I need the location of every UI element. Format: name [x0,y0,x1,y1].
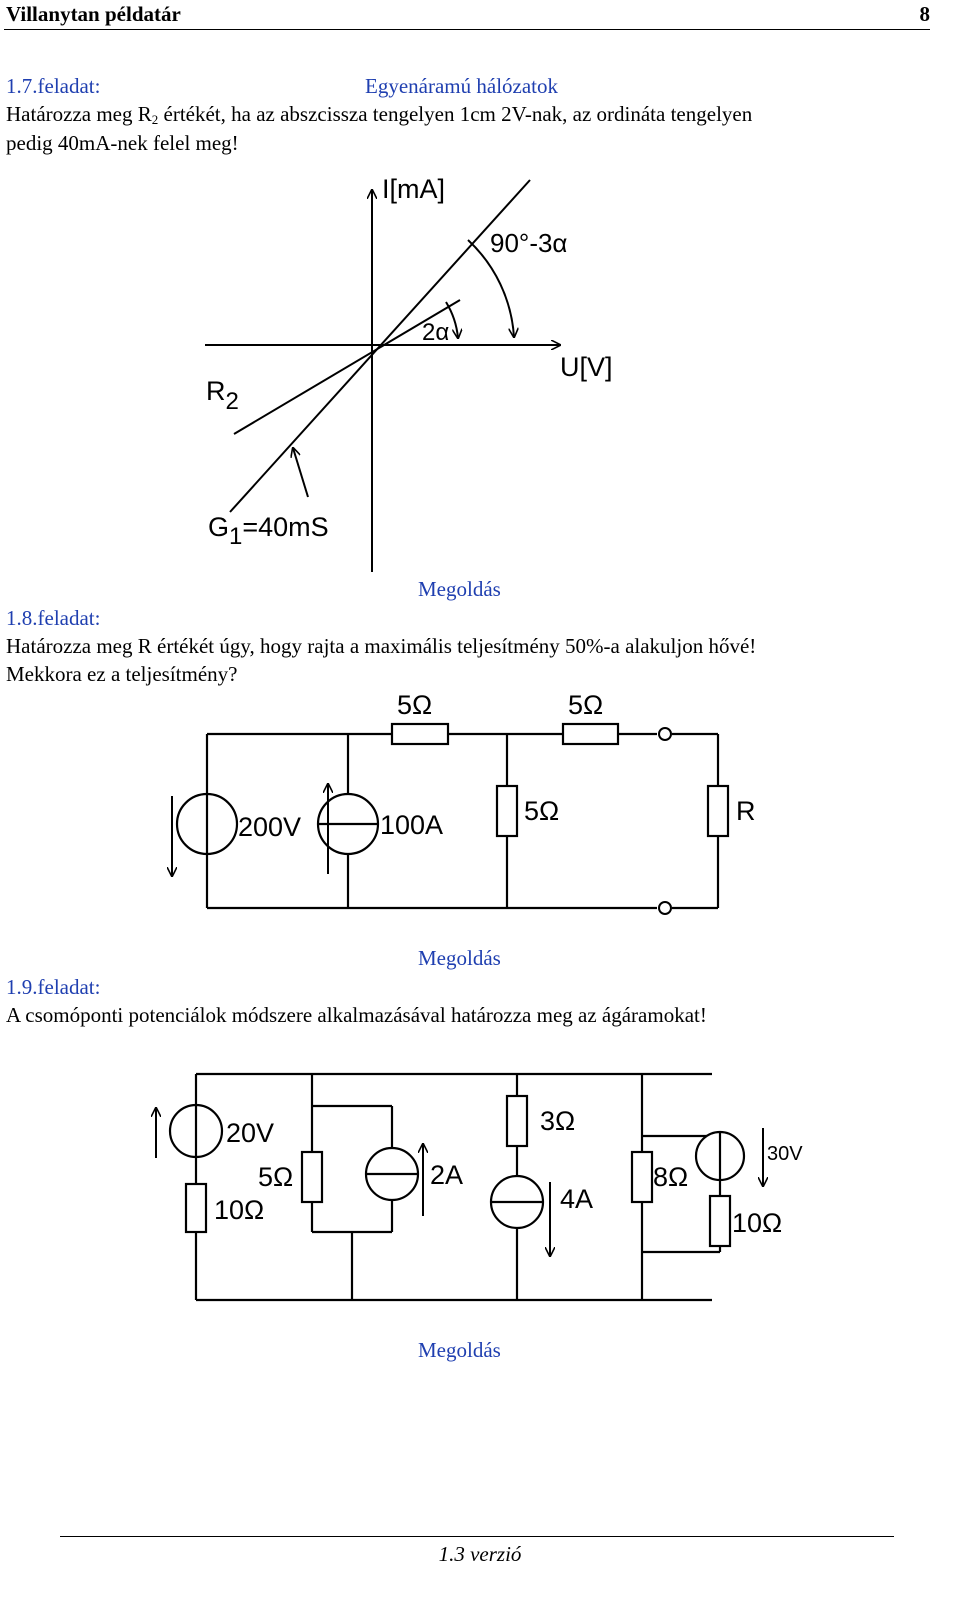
terminal-top [658,727,672,741]
task-17-text-a: Határozza meg R [6,102,152,126]
label-5: 5Ω [258,1162,293,1192]
terminal-bottom [658,901,672,915]
label-30v: 30V [767,1143,803,1165]
task-17-topic-link[interactable]: Egyenáramú hálózatok [365,74,558,98]
task-19-label[interactable]: 1.9.feladat: [6,975,101,999]
angle-arc-small [445,301,458,338]
resistor-10-left [184,1182,208,1234]
label-8: 8Ω [653,1162,688,1192]
label-10-right: 10Ω [732,1208,782,1238]
task-17-text-line2: pedig 40mA-nek felel meg! [6,131,239,155]
r2-line [233,299,461,435]
voltage-source-20v [168,1103,224,1159]
voltage-source-30v [694,1130,746,1182]
r2-label-sub: 2 [226,388,239,415]
label-3: 3Ω [540,1106,575,1136]
task-19-circuit: 20V 10Ω 5Ω 2A 3Ω 4A 8Ω 30V 10Ω [120,1072,803,1302]
y-axis-label: I[mA] [382,174,445,204]
task-18-text-line2: Mekkora ez a teljesítmény? [6,662,238,686]
resistor-top-1 [390,722,450,746]
angle-arc-big [467,239,514,337]
task-18-label[interactable]: 1.8.feladat: [6,606,101,630]
current-source-2a [364,1146,420,1202]
resistor-middle [495,784,519,838]
label-i-source: 100A [380,810,443,840]
task-17-text-b: értékét, ha az abszcissza tengelyen 1cm … [158,102,753,126]
task-17-text-line1: Határozza meg R2 értékét, ha az abszciss… [6,100,752,134]
resistor-top-2 [561,722,620,746]
g1-line [229,179,531,513]
task-17-solution-link[interactable]: Megoldás [418,577,501,601]
r2-label: R2 [206,376,239,415]
label-r-top-1: 5Ω [397,690,432,720]
task-19-text: A csomóponti potenciálok módszere alkalm… [6,1003,707,1027]
current-source-100a [316,792,380,856]
header-title: Villanytan példatár [6,2,181,26]
label-v-source: 200V [238,812,301,842]
label-r-load: R [736,796,756,826]
task-19-solution-link[interactable]: Megoldás [418,1338,501,1362]
x-axis-label: U[V] [560,352,613,382]
angle-big-label: 90°-3α [490,228,567,258]
g1-label: G1=40mS [208,512,329,550]
label-20v: 20V [226,1118,274,1148]
g1-label-rest: =40mS [242,512,328,542]
resistor-5 [300,1150,324,1204]
footer-rule [60,1536,894,1537]
task-18-circuit: 5Ω 5Ω 5Ω R 200V 100A [160,690,756,915]
page-number: 8 [919,2,931,26]
header-rule [4,29,930,30]
label-10-left: 10Ω [214,1195,264,1225]
voltage-source-200v [175,792,239,856]
resistor-3 [505,1094,529,1148]
label-2a: 2A [430,1160,463,1190]
label-4a: 4A [560,1184,593,1214]
resistor-8 [630,1150,654,1204]
task-18-text-line1: Határozza meg R értékét úgy, hogy rajta … [6,634,757,658]
task-18-solution-link[interactable]: Megoldás [418,946,501,970]
label-r-middle: 5Ω [524,796,559,826]
footer-version: 1.3 verzió [438,1542,522,1566]
resistor-10-right [708,1194,732,1248]
resistor-load [706,784,730,838]
label-r-top-2: 5Ω [568,690,603,720]
g1-pointer-arrow [293,448,309,498]
g1-label-main: G [208,512,229,542]
task-17-text-sub: 2 [151,112,159,127]
current-source-4a [489,1174,545,1230]
angle-small-label: 2α [422,319,449,346]
g1-label-sub: 1 [229,523,242,550]
r2-label-main: R [206,376,226,406]
task-17-figure: I[mA] U[V] 90°-3α 2α R2 G1=40mS [205,174,613,572]
task-17-label[interactable]: 1.7.feladat: [6,74,101,98]
